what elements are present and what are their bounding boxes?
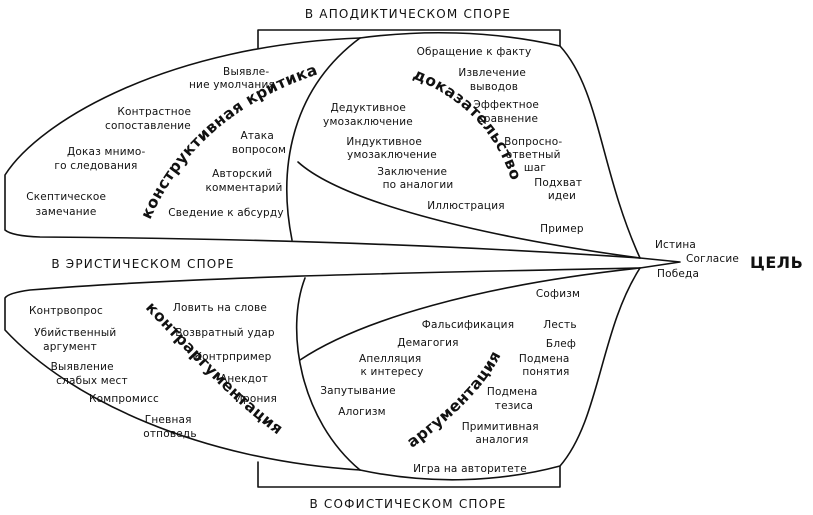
technique-label: Демагогия bbox=[397, 337, 458, 349]
technique-label: Ирония bbox=[235, 393, 277, 405]
technique-label: Алогизм bbox=[338, 406, 386, 418]
technique-label: Контрпример bbox=[194, 351, 271, 363]
constructive-criticism-items: Выявле- ние умолчания Контрастное сопост… bbox=[26, 66, 286, 219]
technique-label: Блеф bbox=[546, 338, 576, 350]
top-box-outline bbox=[257, 29, 561, 49]
proof-wing-inner-curve bbox=[297, 161, 641, 259]
goal-item-agreement: Согласие bbox=[686, 253, 739, 265]
technique-label: Возвратный удар bbox=[175, 327, 275, 339]
header-sophistic: В СОФИСТИЧЕСКОМ СПОРЕ bbox=[309, 497, 506, 511]
constructive-leaf-outline bbox=[4, 37, 641, 259]
technique-label: Контрастное сопоставление bbox=[105, 106, 195, 132]
technique-label: Игра на авторитете bbox=[413, 463, 527, 475]
argument-wing-inner-curve bbox=[299, 267, 641, 361]
technique-label: Лесть bbox=[543, 319, 576, 331]
header-eristic: В ЭРИСТИЧЕСКОМ СПОРЕ bbox=[51, 257, 234, 271]
counterarg-leaf-outline bbox=[4, 267, 641, 471]
counterarg-leaf-inner-edge bbox=[295, 277, 361, 471]
technique-label: Скептическое замечание bbox=[26, 191, 110, 218]
technique-label: Подмена понятия bbox=[519, 353, 573, 378]
technique-label: Анекдот bbox=[220, 373, 268, 385]
technique-label: Выявление слабых мест bbox=[51, 361, 128, 387]
technique-label: Индуктивное умозаключение bbox=[346, 136, 437, 161]
proof-wing-outline bbox=[359, 31, 641, 259]
technique-label: Подмена тезиса bbox=[487, 386, 541, 412]
technique-label: Эффектное сравнение bbox=[473, 99, 542, 125]
technique-label: Запутывание bbox=[320, 385, 396, 397]
technique-label: Обращение к факту bbox=[417, 46, 532, 58]
technique-label: Гневная отповедь bbox=[143, 414, 197, 440]
technique-label: Примитивная аналогия bbox=[462, 421, 543, 446]
technique-label: Софизм bbox=[536, 288, 580, 300]
technique-label: Фальсификация bbox=[422, 319, 514, 331]
technique-label: Выявле- ние умолчания bbox=[189, 66, 275, 91]
technique-label: Доказ мнимо- го следования bbox=[54, 146, 149, 172]
technique-label: Сведение к абсурду bbox=[168, 207, 284, 219]
argumentation-items: Софизм Фальсификация Лесть Блеф Демагоги… bbox=[320, 288, 580, 475]
goal-item-truth: Истина bbox=[655, 239, 696, 251]
proof-items: Обращение к факту Извлечение выводов Эфф… bbox=[323, 46, 585, 235]
goal-title: ЦЕЛЬ bbox=[750, 253, 803, 272]
goal-connector bbox=[639, 257, 681, 269]
technique-label: Атака вопросом bbox=[232, 130, 286, 156]
technique-label: Иллюстрация bbox=[427, 200, 505, 212]
technique-label: Заключение по аналогии bbox=[377, 166, 453, 191]
goal-item-victory: Победа bbox=[657, 268, 699, 280]
technique-label: Авторский комментарий bbox=[206, 168, 283, 194]
technique-label: Апелляция к интересу bbox=[359, 353, 425, 378]
header-apodictic: В АПОДИКТИЧЕСКОМ СПОРЕ bbox=[305, 7, 511, 21]
technique-label: Компромисс bbox=[89, 393, 159, 405]
counterargumentation-items: Контрвопрос Убийственный аргумент Выявле… bbox=[29, 302, 277, 440]
technique-label: Ловить на слове bbox=[173, 302, 267, 314]
constructive-leaf-inner-edge bbox=[286, 37, 361, 241]
technique-label: Убийственный аргумент bbox=[34, 327, 120, 353]
technique-label: Контрвопрос bbox=[29, 305, 103, 317]
technique-label: Извлечение выводов bbox=[458, 67, 529, 93]
technique-label: Дедуктивное умозаключение bbox=[323, 102, 413, 128]
argument-wing-outline bbox=[359, 267, 641, 481]
technique-label: Вопросно- ответный шаг bbox=[504, 136, 566, 174]
diagram-lines bbox=[4, 29, 681, 488]
technique-label: Пример bbox=[540, 223, 584, 235]
bottom-box-outline bbox=[257, 461, 561, 488]
technique-label: Подхват идеи bbox=[534, 177, 585, 202]
